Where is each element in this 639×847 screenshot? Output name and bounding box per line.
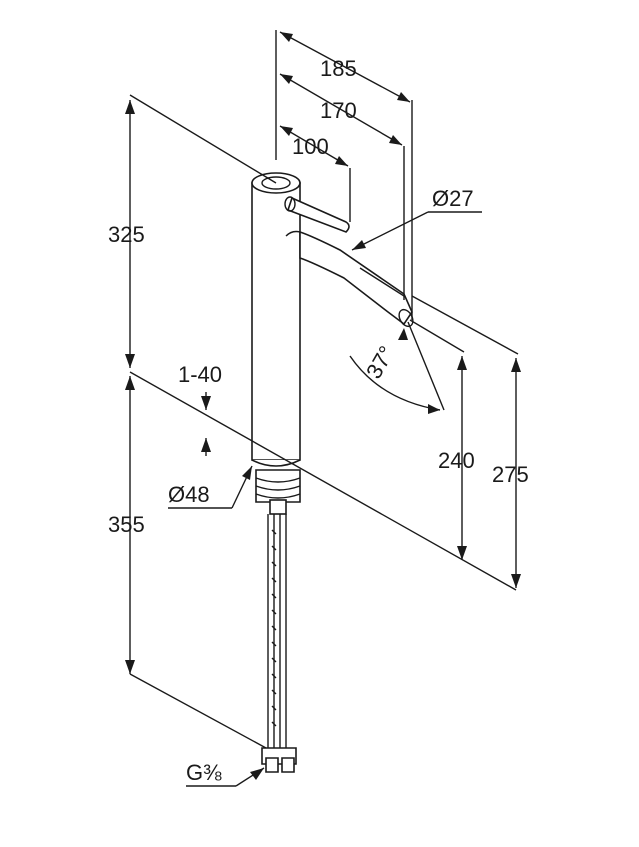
- dim-label-1-40: 1-40: [178, 362, 222, 387]
- dimension-240: [409, 319, 467, 560]
- dimension-100: [279, 125, 351, 222]
- dim-label-185: 185: [320, 56, 357, 81]
- dimension-325: [125, 94, 277, 368]
- diameter-48-leader: [168, 465, 253, 509]
- dimension-170: [279, 73, 405, 300]
- dimension-1-40: [201, 392, 211, 456]
- dim-label-diameter-27: Ø27: [432, 186, 474, 211]
- dimension-185: [275, 30, 413, 320]
- angle-37-indicator: [349, 321, 445, 414]
- mounting-nut: [255, 469, 301, 515]
- dimension-275: [411, 295, 521, 588]
- dim-label-355: 355: [108, 512, 145, 537]
- dimension-355: [125, 376, 267, 749]
- diameter-27-leader: [351, 211, 482, 251]
- spout: [285, 230, 414, 328]
- thread-size-leader: [186, 767, 265, 787]
- dim-label-diameter-48: Ø48: [168, 482, 210, 507]
- dim-label-325: 325: [108, 222, 145, 247]
- supply-hoses: [261, 514, 297, 773]
- dim-label-170: 170: [320, 98, 357, 123]
- faucet-body: [251, 172, 301, 467]
- dim-label-275: 275: [492, 462, 529, 487]
- dim-label-thread-size: G⅜: [186, 760, 222, 785]
- lever-handle: [284, 196, 350, 233]
- counter-surface-line: [129, 371, 517, 591]
- dim-label-100: 100: [292, 134, 329, 159]
- dim-label-240: 240: [438, 448, 475, 473]
